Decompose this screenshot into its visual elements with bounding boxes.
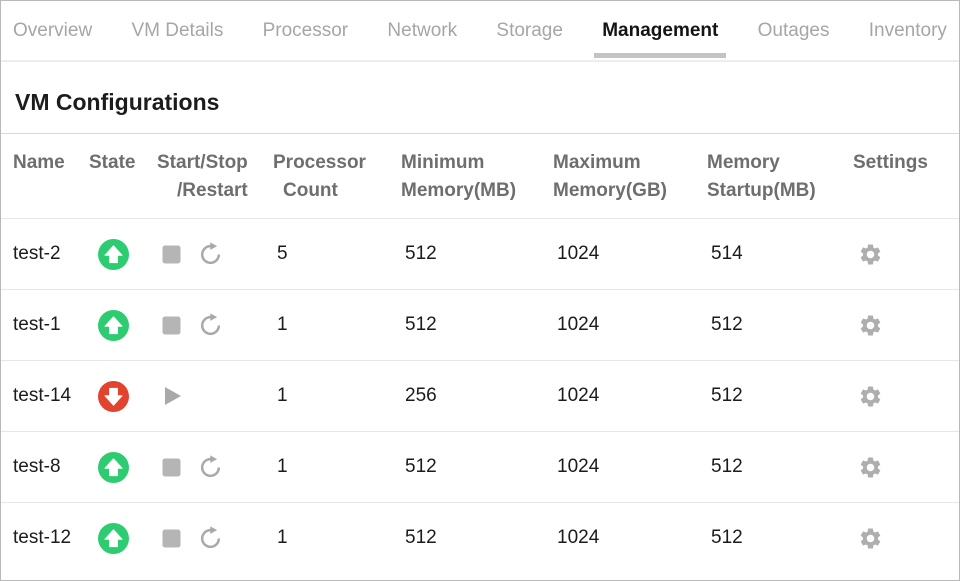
max-memory-value: 1024 [557, 314, 600, 335]
table-body: test-2 [1, 218, 959, 573]
tab-vm-details[interactable]: VM Details [131, 1, 223, 60]
column-header-state: State [89, 152, 136, 173]
state-up-icon [98, 522, 129, 554]
stop-icon[interactable] [162, 316, 181, 335]
tab-bar: Overview VM Details Processor Network St… [1, 1, 959, 62]
table-row: test-8 [1, 431, 959, 502]
max-memory-value: 1024 [557, 243, 600, 264]
min-memory-value: 512 [405, 314, 437, 335]
min-memory-value: 512 [405, 243, 437, 264]
vm-actions-cell [157, 384, 273, 408]
tab-outages[interactable]: Outages [758, 1, 830, 60]
vm-actions-cell [157, 241, 273, 267]
vm-name: test-1 [13, 314, 61, 335]
tab-label: Outages [757, 19, 830, 41]
tab-label: VM Details [131, 19, 224, 41]
vm-actions-cell [157, 454, 273, 480]
vm-settings-cell [853, 313, 959, 338]
processor-count-value: 1 [277, 314, 288, 335]
vm-settings-cell [853, 384, 959, 409]
max-memory-value: 1024 [557, 456, 600, 477]
gear-icon[interactable] [858, 313, 883, 338]
stop-icon[interactable] [162, 245, 181, 264]
table-row: test-1 [1, 289, 959, 360]
processor-count-value: 1 [277, 527, 288, 548]
vm-settings-cell [853, 242, 959, 267]
vm-state-cell [89, 451, 157, 483]
max-memory-value: 1024 [557, 385, 600, 406]
memory-startup-value: 512 [711, 527, 743, 548]
tab-network[interactable]: Network [387, 1, 457, 60]
tab-inventory[interactable]: Inventory [869, 1, 947, 60]
tab-storage[interactable]: Storage [496, 1, 563, 60]
vm-state-cell [89, 238, 157, 270]
processor-count-value: 5 [277, 243, 288, 264]
vm-name: test-12 [13, 527, 72, 548]
state-up-icon [98, 451, 129, 483]
memory-startup-value: 514 [711, 243, 743, 264]
restart-icon[interactable] [198, 454, 223, 480]
tab-management[interactable]: Management [594, 1, 727, 60]
tab-label: Processor [262, 19, 349, 41]
gear-icon[interactable] [858, 526, 883, 551]
restart-icon[interactable] [198, 525, 223, 551]
vm-actions-cell [157, 525, 273, 551]
tab-label: Storage [496, 19, 563, 41]
vm-state-cell [89, 380, 157, 412]
tab-processor[interactable]: Processor [263, 1, 349, 60]
tab-label: Management [602, 19, 719, 41]
column-header-settings: Settings [853, 152, 928, 173]
vm-name: test-8 [13, 456, 61, 477]
memory-startup-value: 512 [711, 456, 743, 477]
restart-icon[interactable] [198, 312, 223, 338]
page-title: VM Configurations [1, 62, 959, 134]
table-row: test-12 [1, 502, 959, 573]
state-up-icon [98, 309, 129, 341]
vm-state-cell [89, 309, 157, 341]
vm-settings-cell [853, 455, 959, 480]
vm-name: test-2 [13, 243, 61, 264]
vm-name: test-14 [13, 385, 72, 406]
processor-count-value: 1 [277, 456, 288, 477]
stop-icon[interactable] [162, 529, 181, 548]
max-memory-value: 1024 [557, 527, 600, 548]
vm-state-cell [89, 522, 157, 554]
vm-settings-cell [853, 526, 959, 551]
tab-label: Overview [13, 19, 93, 41]
tab-label: Network [387, 19, 458, 41]
min-memory-value: 256 [405, 385, 437, 406]
start-icon[interactable] [162, 384, 184, 408]
vm-actions-cell [157, 312, 273, 338]
column-header-name: Name [13, 152, 65, 173]
restart-icon[interactable] [198, 241, 223, 267]
state-up-icon [98, 238, 129, 270]
stop-icon[interactable] [162, 458, 181, 477]
memory-startup-value: 512 [711, 385, 743, 406]
min-memory-value: 512 [405, 527, 437, 548]
tab-overview[interactable]: Overview [13, 1, 92, 60]
table-row: test-14 [1, 360, 959, 431]
tab-label: Inventory [868, 19, 947, 41]
min-memory-value: 512 [405, 456, 437, 477]
state-down-icon [98, 380, 129, 412]
table-row: test-2 [1, 218, 959, 289]
column-header-start-stop-restart: Start/Stop/Restart [157, 152, 248, 201]
gear-icon[interactable] [858, 455, 883, 480]
gear-icon[interactable] [858, 242, 883, 267]
processor-count-value: 1 [277, 385, 288, 406]
gear-icon[interactable] [858, 384, 883, 409]
memory-startup-value: 512 [711, 314, 743, 335]
